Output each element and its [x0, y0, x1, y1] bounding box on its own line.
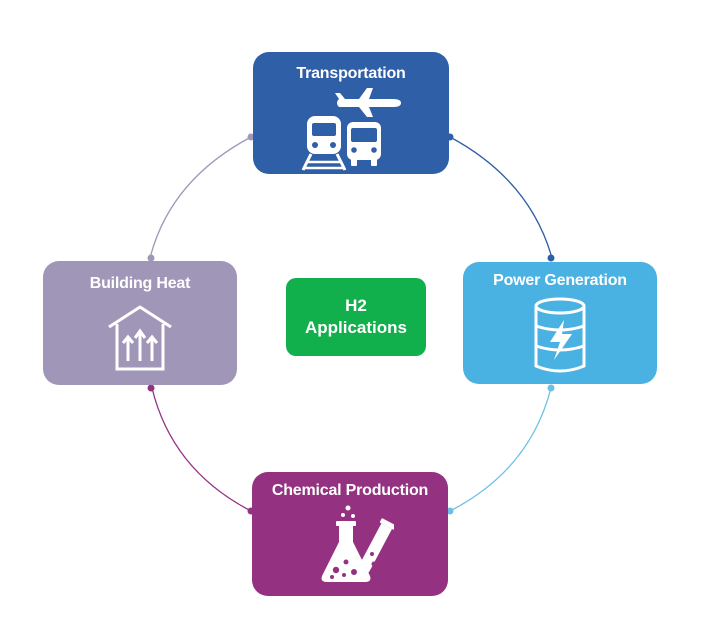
node-title: Power Generation	[493, 272, 627, 289]
connector-dot	[446, 507, 454, 515]
node-title: Transportation	[296, 65, 406, 82]
connector-dot	[547, 384, 555, 392]
node-title: Building Heat	[89, 275, 191, 292]
node-building-heat: Building Heat	[43, 261, 237, 385]
center-line-2: Applications	[304, 318, 407, 337]
connector-power-to-chemical	[449, 387, 552, 512]
connector-chemical-to-building	[151, 387, 252, 512]
connector-dot	[147, 254, 155, 262]
node-transportation: Transportation	[253, 52, 449, 174]
flask-icon	[321, 505, 394, 582]
connector-dot	[547, 254, 555, 262]
connector-building-to-transport	[149, 136, 252, 259]
house-heat-icon	[108, 305, 172, 371]
center-h2-applications: H2 Applications	[286, 278, 426, 356]
node-chemical-production: Chemical Production	[252, 472, 448, 596]
connector-dot	[247, 133, 255, 141]
center-line-1: H2	[345, 296, 367, 315]
energy-storage-bolt-icon	[534, 297, 586, 373]
train-bus-airplane-icon	[301, 88, 401, 171]
connector-dot	[147, 384, 155, 392]
node-power-generation: Power Generation	[463, 262, 657, 384]
connector-transport-to-power	[449, 136, 553, 259]
node-title: Chemical Production	[271, 482, 429, 499]
